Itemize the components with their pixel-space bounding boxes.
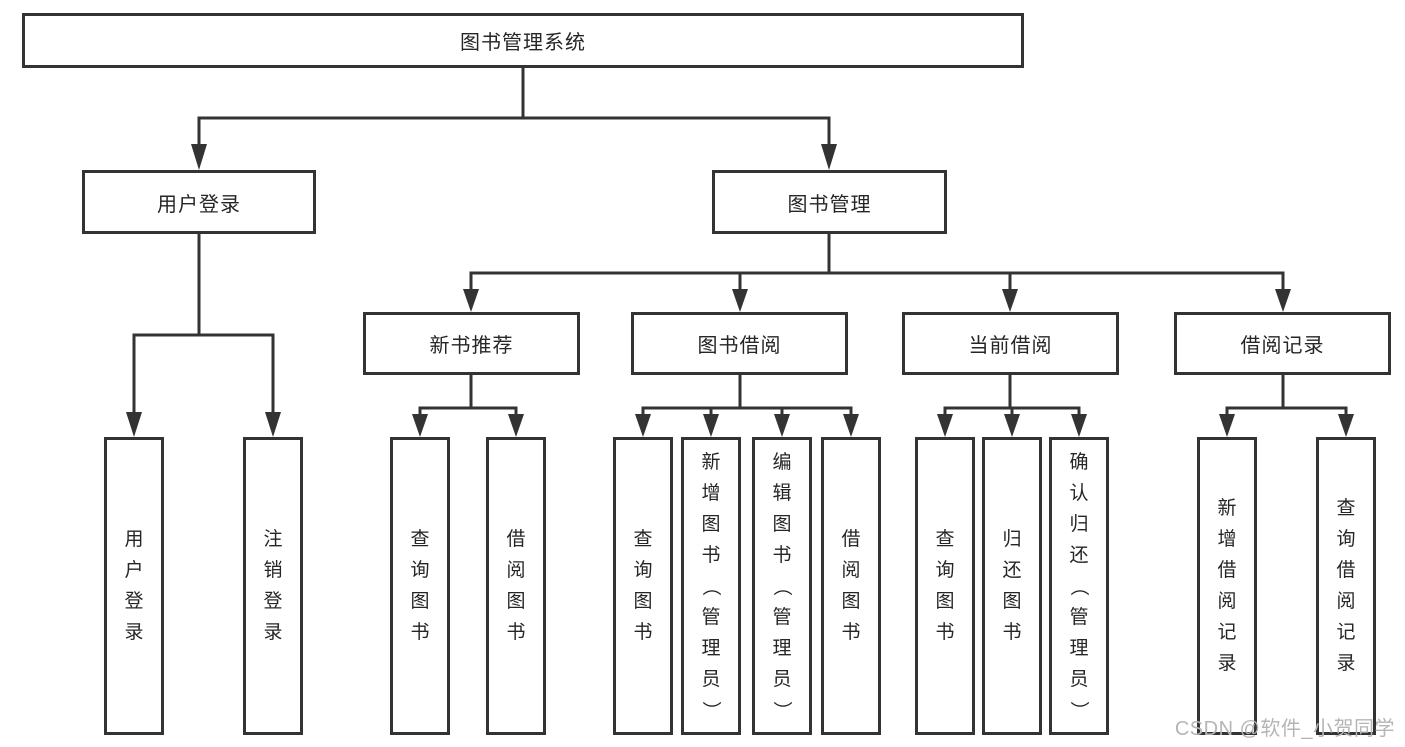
node-user-login: 用户登录 <box>82 170 316 234</box>
leaf-current-confirm-return-admin: 确认归还（管理员） <box>1049 437 1109 735</box>
leaf-newbook-query-books: 查询图书 <box>390 437 450 735</box>
connector-borrow-record-to-leaves <box>1219 373 1354 437</box>
node-current-borrow: 当前借阅 <box>902 312 1119 375</box>
connector-new-book-to-leaves <box>412 373 524 437</box>
leaf-borrow-edit-books-admin: 编辑图书（管理员） <box>752 437 812 735</box>
connector-book-management-to-level3 <box>463 232 1291 312</box>
leaf-borrow-add-books-admin: 新增图书（管理员） <box>681 437 741 735</box>
leaf-logout: 注销登录 <box>243 437 303 735</box>
leaf-record-add-record: 新增借阅记录 <box>1197 437 1257 735</box>
connector-book-borrow-to-leaves <box>635 373 859 437</box>
leaf-current-return-books: 归还图书 <box>982 437 1042 735</box>
leaf-borrow-query-books: 查询图书 <box>613 437 673 735</box>
connector-root-to-level2 <box>191 66 837 170</box>
leaf-current-query-books: 查询图书 <box>915 437 975 735</box>
node-root: 图书管理系统 <box>22 13 1024 68</box>
leaf-newbook-borrow-books: 借阅图书 <box>486 437 546 735</box>
node-new-book-recommend: 新书推荐 <box>363 312 580 375</box>
leaf-record-query-record: 查询借阅记录 <box>1316 437 1376 735</box>
node-book-management: 图书管理 <box>712 170 947 234</box>
connector-user-login-to-leaves <box>126 232 281 437</box>
leaf-user-login: 用户登录 <box>104 437 164 735</box>
node-borrow-record: 借阅记录 <box>1174 312 1391 375</box>
leaf-borrow-borrow-books: 借阅图书 <box>821 437 881 735</box>
node-book-borrow: 图书借阅 <box>631 312 848 375</box>
csdn-watermark: CSDN @软件_小贺同学 <box>1174 718 1395 740</box>
connector-current-borrow-to-leaves <box>937 373 1087 437</box>
